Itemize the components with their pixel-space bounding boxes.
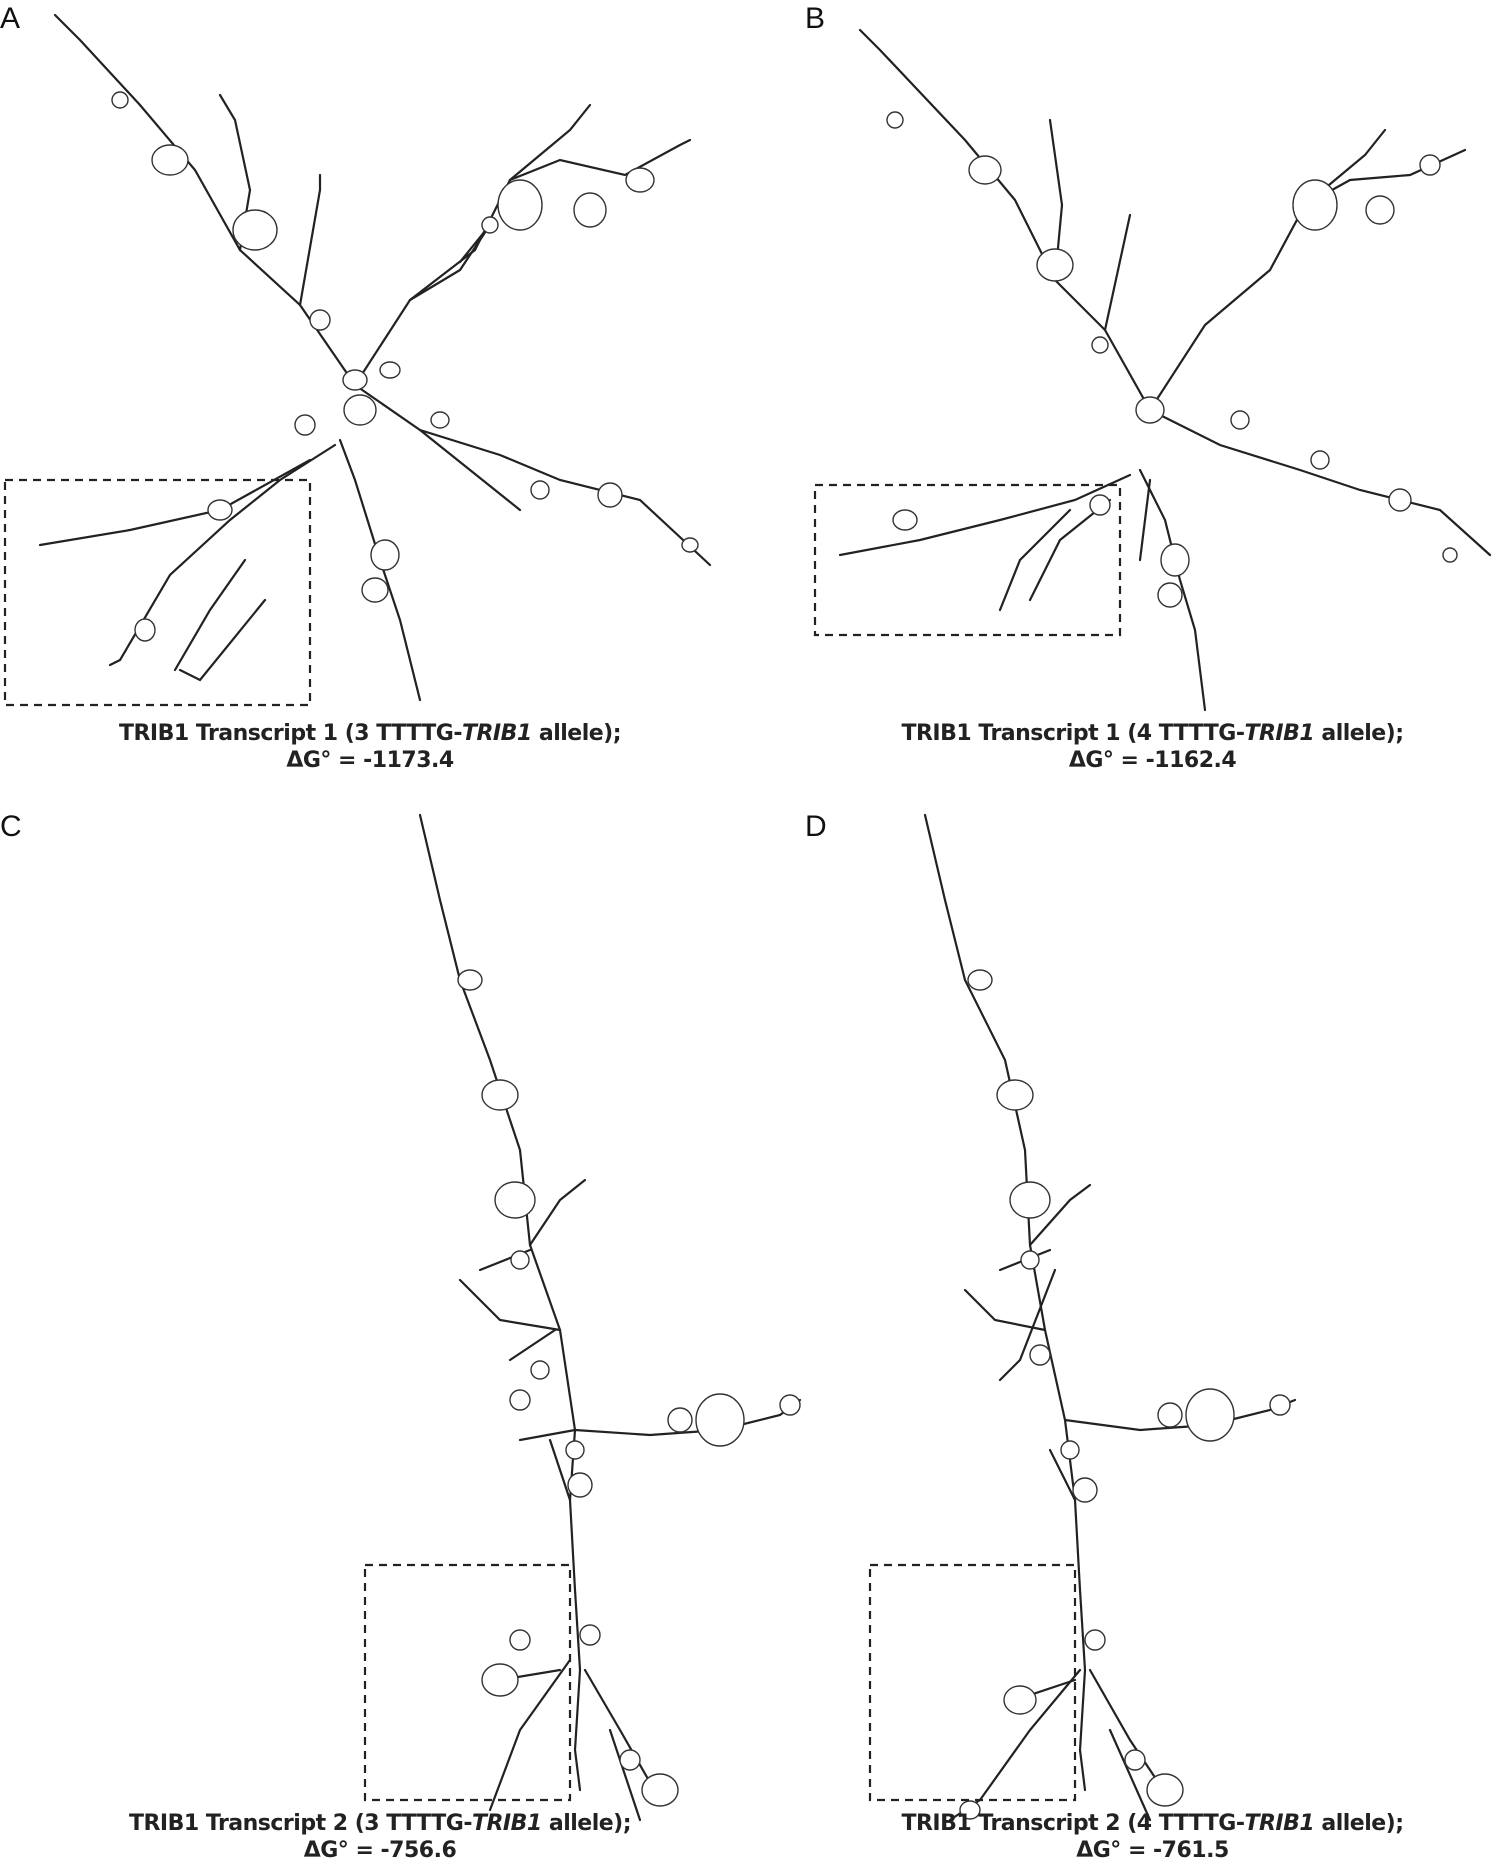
caption: TRIB1 Transcript 2 (4 TTTTG-TRIB1 allele… xyxy=(800,1810,1505,1864)
caption: TRIB1 Transcript 1 (4 TTTTG-TRIB1 allele… xyxy=(800,720,1505,774)
loop xyxy=(343,394,377,426)
rna-structure-diagram xyxy=(813,28,1492,712)
rna-structure-diagram xyxy=(868,813,1297,1822)
highlight-box xyxy=(813,483,1122,637)
highlight-box xyxy=(3,478,312,707)
caption: TRIB1 Transcript 2 (3 TTTTG-TRIB1 allele… xyxy=(0,1810,760,1864)
highlight-box xyxy=(868,1563,1077,1802)
rna-structure-diagram xyxy=(3,13,712,707)
caption-line1: TRIB1 Transcript 2 (3 TTTTG-TRIB1 allele… xyxy=(128,1811,632,1836)
delta-g: ΔG° = -756.6 xyxy=(303,1838,457,1863)
panel-letter: B xyxy=(805,2,826,35)
rna-structure-diagram xyxy=(363,813,802,1822)
caption-line1: TRIB1 Transcript 1 (4 TTTTG-TRIB1 allele… xyxy=(901,721,1404,746)
delta-g: ΔG° = -1173.4 xyxy=(286,748,454,773)
panel-letter: A xyxy=(0,2,21,35)
delta-g: ΔG° = -1162.4 xyxy=(1068,748,1237,773)
panel-letter: D xyxy=(805,810,827,843)
delta-g: ΔG° = -761.5 xyxy=(1076,1838,1229,1863)
caption-line1: TRIB1 Transcript 2 (4 TTTTG-TRIB1 allele… xyxy=(901,1811,1404,1836)
caption: TRIB1 Transcript 1 (3 TTTTG-TRIB1 allele… xyxy=(0,720,740,774)
panel-letter: C xyxy=(0,810,22,843)
highlight-box xyxy=(363,1563,572,1802)
caption-line1: TRIB1 Transcript 1 (3 TTTTG-TRIB1 allele… xyxy=(118,721,622,746)
